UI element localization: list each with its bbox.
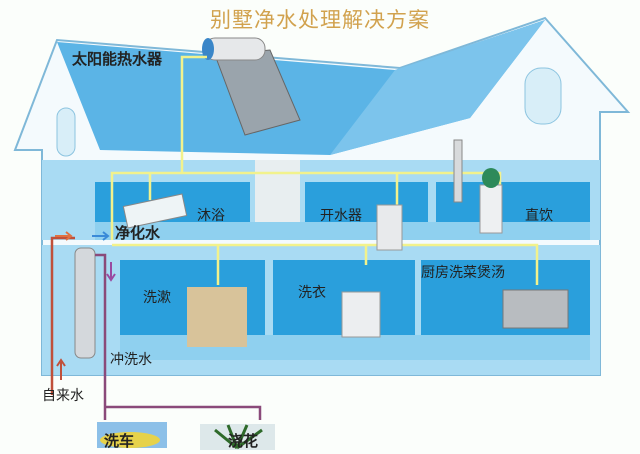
down-arrow-icon (106, 262, 116, 282)
plant-photo (200, 424, 275, 450)
right-arrow-icon (55, 231, 73, 241)
right-arrow-icon (92, 231, 110, 241)
bathtub-icon (122, 193, 188, 229)
kitchen-sink-photo (502, 289, 569, 329)
label-direct-drink: 直饮 (525, 208, 553, 224)
label-tap-water: 自来水 (42, 388, 84, 404)
floor-strip-upper (95, 222, 590, 240)
water-dispenser-icon (479, 168, 503, 234)
car-photo (97, 422, 167, 448)
label-solar-heater: 太阳能热水器 (72, 50, 163, 68)
up-arrow-icon (56, 358, 66, 380)
label-kitchen: 厨房洗菜煲汤 (421, 265, 505, 281)
label-bath: 沐浴 (197, 208, 225, 224)
flush-water-pipe (95, 253, 262, 420)
label-car-wash: 洗车 (104, 432, 135, 450)
window-right (524, 67, 562, 125)
washbasin-photo (187, 287, 247, 347)
label-boiler: 开水器 (320, 208, 362, 224)
label-flush-water: 冲洗水 (110, 352, 152, 368)
pipe-filter-icon (453, 139, 463, 203)
label-purified-water: 净化水 (115, 224, 161, 242)
diagram-title: 别墅净水处理解决方案 (210, 8, 430, 32)
window-left (56, 107, 76, 157)
label-laundry: 洗衣 (298, 285, 326, 301)
purified-water-pipes (110, 55, 539, 285)
water-boiler-icon (376, 204, 403, 251)
label-wash-face: 洗漱 (143, 290, 171, 306)
roof-right (330, 20, 545, 155)
washing-machine-icon (341, 291, 381, 338)
water-filter-icon (74, 247, 96, 359)
solar-heater-icon (202, 37, 301, 136)
label-watering: 浇花 (228, 432, 259, 450)
